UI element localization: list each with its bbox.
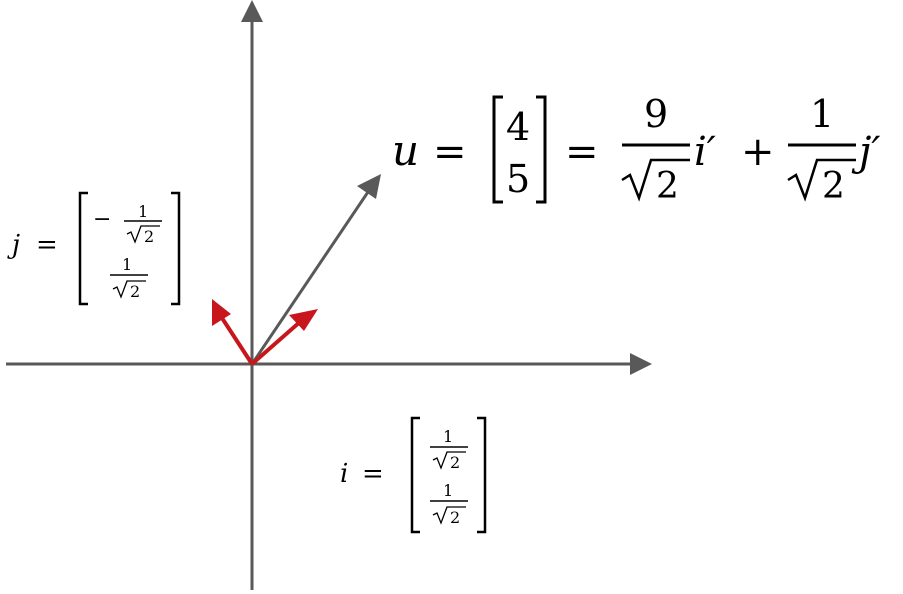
j-left-bracket [78,191,88,306]
j-top-sqrt-sign [126,225,160,244]
equation-u: u = 4 5 = 9 2 i′ + 1 2 j′ [392,92,880,207]
axes [6,0,652,590]
basis-j-prime-shaft [220,316,254,366]
basis-i-prime-arrowhead [289,309,318,331]
equation-i: i = 1 2 1 2 [340,416,487,534]
x-axis-arrowhead [630,353,652,375]
vector-u-shaft [250,188,372,365]
i-symbol: i [340,459,348,489]
basis2-symbol: j′ [851,129,880,175]
j-top-sign: − [93,207,111,232]
u-vector-bottom: 5 [506,157,530,201]
coef2-denominator: 2 [822,166,845,207]
coef2-numerator: 1 [810,92,834,136]
vector-u [250,174,381,365]
u-vector-left-bracket [492,95,503,204]
basis-vectors [212,299,318,366]
u-equals-1: = [433,129,467,175]
basis-i-prime-shaft [250,319,303,366]
j-top-denominator: 2 [144,227,154,246]
i-right-bracket [477,416,487,534]
y-axis-arrowhead [241,0,263,22]
u-symbol: u [392,126,419,175]
j-symbol: j [7,230,20,260]
j-bottom-numerator: 1 [122,255,132,274]
basis1-symbol: i′ [694,129,716,175]
vector-u-arrowhead [357,174,381,199]
i-bottom-denominator: 2 [450,508,460,527]
j-equals: = [36,230,58,260]
u-equals-2: = [565,129,599,175]
equation-j: j = − 1 2 1 2 [7,191,181,306]
j-bottom-sqrt-sign [112,280,146,299]
i-bottom-sqrt-sign [432,506,466,525]
coef2-sqrt-sign [787,158,856,202]
i-top-denominator: 2 [450,453,460,472]
coef1-numerator: 9 [644,92,668,136]
basis-j-prime-arrowhead [212,299,231,326]
u-vector-right-bracket [536,95,547,204]
i-equals: = [362,459,384,489]
j-right-bracket [171,191,181,306]
coef1-denominator: 2 [656,166,679,207]
i-bottom-numerator: 1 [443,481,453,500]
j-top-numerator: 1 [138,202,148,221]
plus-sign: + [741,129,775,175]
i-top-sqrt-sign [432,451,466,470]
j-bottom-denominator: 2 [130,282,140,301]
u-vector-top: 4 [506,105,530,149]
coef1-sqrt-sign [621,158,690,202]
i-top-numerator: 1 [443,427,453,446]
i-left-bracket [410,416,420,534]
